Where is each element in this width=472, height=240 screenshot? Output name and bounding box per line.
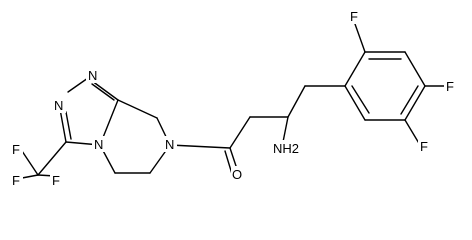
bond-ring-3-4 xyxy=(404,51,426,87)
atom-f-left-bot: F xyxy=(52,173,60,188)
bond-c3-n2 xyxy=(59,108,67,143)
atom-n-triazole-2: N xyxy=(54,98,63,113)
bond-ring-1-2 xyxy=(344,51,366,87)
atom-f-aryl-right: F xyxy=(446,79,454,94)
bond-n7-carbonyl xyxy=(169,144,231,149)
bond-ring-4-5 xyxy=(404,85,426,121)
atom-n-amide: N xyxy=(165,137,174,152)
bond-ring-4-5-inner xyxy=(400,85,419,115)
bond-cf3-triazole xyxy=(37,141,67,176)
atom-o-carbonyl: O xyxy=(232,167,242,182)
bond-ch-nh2 xyxy=(282,116,289,143)
atom-n-bridge: N xyxy=(94,137,103,152)
bond-c8a-c8 xyxy=(117,99,158,119)
bond-cf3-f2 xyxy=(21,174,39,179)
bonds xyxy=(21,23,446,179)
bond-carbonyl-ch2 xyxy=(229,116,251,149)
atom-f-left-mid: F xyxy=(12,173,20,188)
atom-labels: F F F N N N N O NH2 F F F xyxy=(10,8,457,188)
bond-carbonyl-o-double xyxy=(224,150,233,175)
bond-aryl-f-top xyxy=(354,23,366,53)
atom-n-triazole-1: N xyxy=(88,68,97,83)
bond-ring-6-1 xyxy=(344,85,366,121)
atom-amine: NH2 xyxy=(273,141,299,156)
atom-f-aryl-bottom: F xyxy=(420,139,428,154)
molecule-structure-diagram: F F F N N N N O NH2 F F F xyxy=(10,8,457,188)
bond-ch-benzyl xyxy=(287,85,306,118)
atom-f-left-top: F xyxy=(12,142,20,157)
bond-cf3-f1 xyxy=(21,150,39,176)
bond-aryl-f-bottom xyxy=(404,119,421,146)
bond-n1-c8a-double xyxy=(91,83,115,101)
bond-ring-6-1-inner xyxy=(351,85,370,114)
atom-f-aryl-top: F xyxy=(350,9,358,24)
bond-c3-n2-double xyxy=(65,111,72,140)
bond-n2-n1 xyxy=(67,77,89,93)
